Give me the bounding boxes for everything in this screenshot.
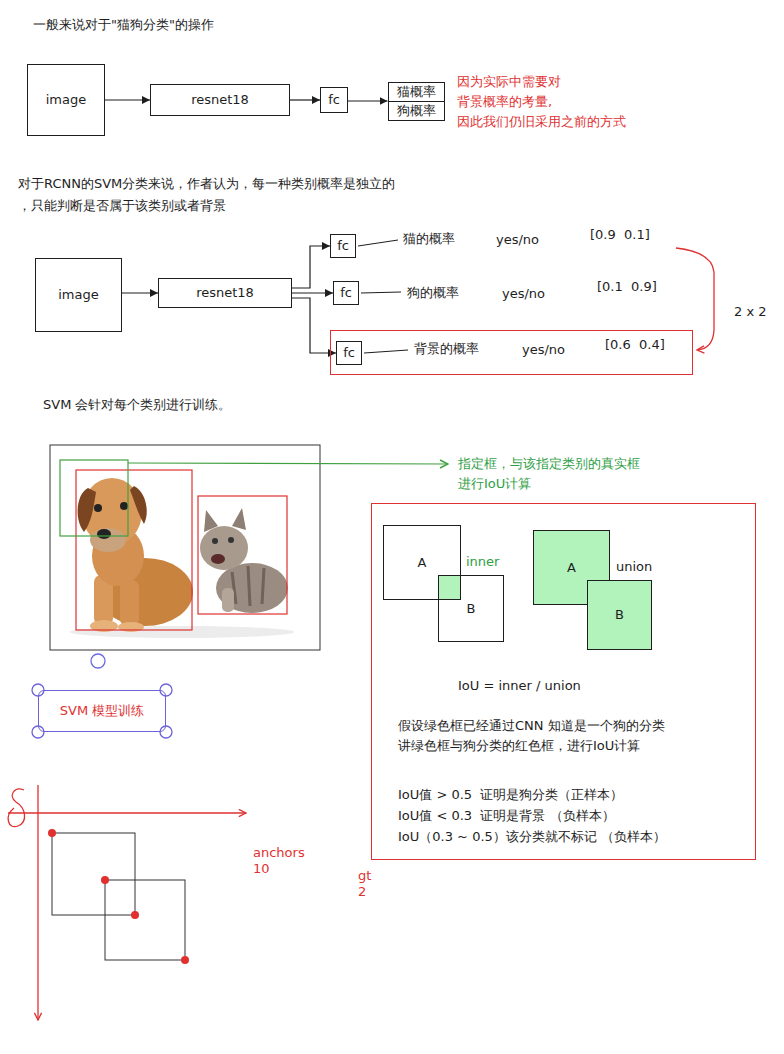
- score-vector: [0.1 0.9]: [597, 278, 657, 296]
- flow-arrow: [292, 246, 330, 288]
- cat-leg: [222, 588, 234, 612]
- dog-nose: [97, 529, 111, 539]
- resize-handle: [160, 726, 172, 738]
- panel-text: 背景的概率: [414, 341, 479, 357]
- anchor-box: [52, 833, 135, 915]
- flow-arrow: [105, 99, 150, 100]
- intersection-area: [438, 575, 461, 600]
- fc-layer-box: fc: [330, 234, 356, 258]
- rotate-handle: [91, 654, 105, 668]
- box-b: B: [438, 575, 504, 642]
- explanation-note: 对于RCNN的SVM分类来说，作者认为，每一种类别概率是独立的 ，只能判断是否属…: [18, 173, 398, 217]
- cat-ear: [232, 508, 246, 530]
- callout-arrow: [128, 463, 448, 464]
- selected-text-box: SVM 模型训练: [38, 690, 166, 732]
- panel-text: 假设绿色框已经通过CNN 知道是一个狗的分类 讲绿色框与狗分类的红色框，进行Io…: [398, 716, 728, 756]
- flow-arrow: [290, 99, 320, 100]
- fc-layer-box: fc: [333, 281, 359, 305]
- input-image-box: image: [27, 64, 105, 136]
- backbone-box: resnet18: [150, 84, 290, 116]
- node-label: A: [567, 560, 576, 576]
- cat-stripes: [232, 566, 264, 606]
- bracket-arrow: [676, 248, 714, 350]
- class-label: 猫的概率: [403, 230, 455, 248]
- count-label: gt 2: [358, 868, 374, 900]
- backbone-box: resnet18: [158, 278, 292, 308]
- x-axis: [8, 812, 246, 813]
- ground-truth-box: [198, 496, 287, 614]
- flow-arrow: [292, 292, 333, 293]
- input-image-box: image: [35, 258, 122, 332]
- cat-eye: [212, 538, 218, 544]
- callout-note: 指定框，与该指定类别的真实框 进行IoU计算: [458, 454, 642, 494]
- panel-text: IoU值 > 0.5 证明是狗分类（正样本）: [398, 787, 623, 803]
- node-label: SVM 模型训练: [60, 703, 145, 719]
- cat-body: [216, 563, 288, 613]
- corner-dot: [48, 829, 56, 837]
- red-note: 因为实际中需要对 背景概率的考量, 因此我们仍旧采用之前的方式: [457, 72, 629, 132]
- proposal-box: [60, 460, 128, 536]
- box-b: B: [587, 580, 652, 650]
- panel-text: IoU = inner / union: [458, 678, 581, 694]
- node-label: fc: [337, 238, 349, 254]
- node-label: fc: [340, 285, 352, 301]
- count-label: anchors 10: [253, 845, 307, 877]
- dog-ear: [130, 486, 147, 524]
- dimension-label: 2 x 2: [734, 303, 767, 321]
- flow-arrow: [122, 292, 158, 293]
- panel-text: yes/no: [522, 342, 565, 358]
- panel-text: IoU（0.3 ~ 0.5）该分类就不标记 （负样本）: [398, 829, 666, 845]
- union-label: union: [616, 558, 652, 576]
- background-branch-box: 背景的概率 yes/no [0.6 0.4] fc: [330, 330, 693, 375]
- node-label: resnet18: [191, 92, 249, 108]
- section-note: SVM 会针对每个类别进行训练。: [43, 396, 232, 414]
- node-label: fc: [328, 92, 340, 108]
- corner-dot: [101, 876, 109, 884]
- corner-dot: [181, 956, 189, 964]
- node-label: image: [58, 287, 99, 303]
- fc-layer-box: fc: [320, 87, 348, 113]
- corner-dot: [131, 911, 139, 919]
- box-a: A: [383, 525, 461, 600]
- node-label: A: [418, 555, 427, 571]
- leader-line: [358, 240, 398, 246]
- node-label: image: [46, 92, 87, 108]
- iou-panel: IoU = inner / union 假设绿色框已经通过CNN 知道是一个狗的分…: [371, 503, 756, 860]
- node-label: resnet18: [196, 285, 254, 301]
- score-vector: [0.9 0.1]: [590, 226, 650, 244]
- dog-eye: [120, 502, 128, 510]
- origin-scribble: [8, 789, 24, 827]
- dog-ear: [78, 488, 96, 532]
- cat-eye: [228, 537, 234, 543]
- ground-truth-box: [76, 470, 192, 630]
- node-label: B: [615, 607, 624, 623]
- heading-note: 一般来说对于"猫狗分类"的操作: [33, 16, 214, 34]
- probability-table: 猫概率狗概率: [388, 82, 445, 121]
- class-label: 狗的概率: [407, 284, 459, 302]
- cat-head: [200, 526, 248, 570]
- node-label: fc: [343, 345, 355, 361]
- node-label: 猫概率: [389, 83, 444, 101]
- decision-label: yes/no: [496, 231, 539, 249]
- dog-eye: [94, 504, 102, 512]
- dog-muzzle: [90, 528, 126, 552]
- decision-label: yes/no: [502, 285, 545, 303]
- panel-text: IoU值 < 0.3 证明是背景 （负样本）: [398, 808, 615, 824]
- panel-text: [0.6 0.4]: [605, 337, 665, 353]
- flow-arrow: [348, 100, 388, 101]
- intersection-label: inner: [466, 553, 499, 571]
- node-label: 狗概率: [389, 101, 444, 120]
- leader-line: [364, 350, 408, 353]
- leader-line: [361, 292, 401, 293]
- dog-leg: [120, 580, 139, 626]
- y-axis: [37, 785, 38, 1020]
- photo-frame: [50, 445, 320, 650]
- fc-layer-box: fc: [336, 341, 362, 365]
- anchor-box: [105, 880, 185, 960]
- cat-mouth: [211, 554, 225, 564]
- node-label: B: [467, 601, 476, 617]
